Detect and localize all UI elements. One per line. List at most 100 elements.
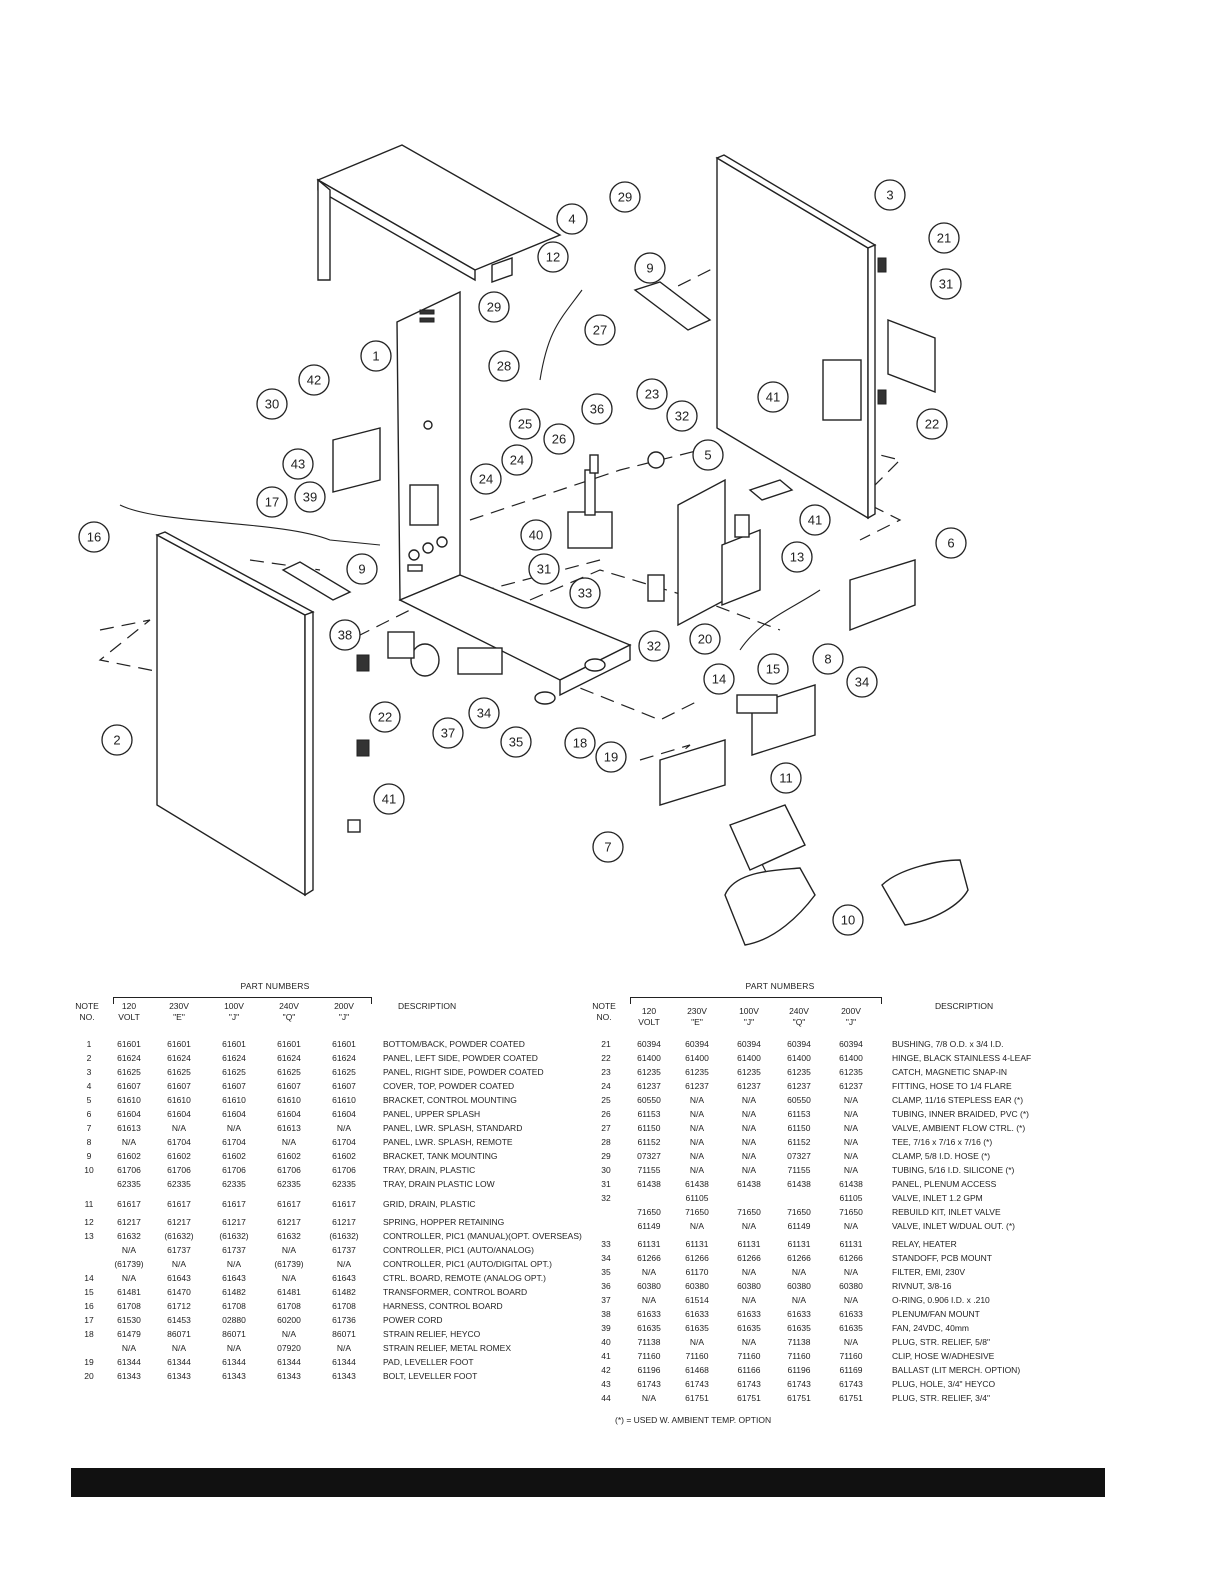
part-number-cell: 61617 bbox=[117, 1199, 141, 1209]
description-cell: STRAIN RELIEF, HEYCO bbox=[383, 1329, 481, 1339]
part-number-cell: 61706 bbox=[222, 1165, 246, 1175]
part-number-cell: 61602 bbox=[167, 1151, 191, 1161]
description-cell: PLUG, STR. RELIEF, 3/4" bbox=[892, 1393, 990, 1403]
part-number-cell: 61105 bbox=[839, 1193, 863, 1203]
part-number-cell: 61237 bbox=[637, 1081, 661, 1091]
part-number-cell: N/A bbox=[226, 1343, 242, 1353]
note-number-cell: 22 bbox=[601, 1053, 611, 1063]
callout-number: 22 bbox=[378, 710, 392, 725]
description-cell: VALVE, AMBIENT FLOW CTRL. (*) bbox=[892, 1123, 1026, 1133]
part-number-cell: 60394 bbox=[787, 1039, 811, 1049]
callout-number: 29 bbox=[618, 190, 632, 205]
callout-number: 2 bbox=[113, 733, 120, 748]
part-number-cell: 61737 bbox=[167, 1245, 191, 1255]
callout-number: 24 bbox=[510, 453, 524, 468]
note-number-cell: 34 bbox=[601, 1253, 611, 1263]
silicone-tubing bbox=[539, 289, 583, 381]
note-number-cell: 39 bbox=[601, 1323, 611, 1333]
part-number-cell: N/A bbox=[843, 1109, 859, 1119]
callout-24: 24 bbox=[470, 463, 502, 495]
description-cell: O-RING, 0.906 I.D. x .210 bbox=[892, 1295, 990, 1305]
part-number-cell: N/A bbox=[791, 1267, 807, 1277]
note-number-cell: 42 bbox=[601, 1365, 611, 1375]
part-number-cell: 61607 bbox=[117, 1081, 141, 1091]
callout-number: 42 bbox=[307, 373, 321, 388]
callout-number: 18 bbox=[573, 736, 587, 751]
callout-28: 28 bbox=[488, 350, 520, 382]
part-number-cell: N/A bbox=[741, 1221, 757, 1231]
callout-13: 13 bbox=[781, 541, 813, 573]
callout-number: 30 bbox=[265, 397, 279, 412]
magnetic-catch-lower bbox=[356, 739, 370, 757]
part-number-cell: N/A bbox=[741, 1295, 757, 1305]
note-number-cell: 30 bbox=[601, 1165, 611, 1175]
part-number-cell: 61217 bbox=[117, 1217, 141, 1227]
part-number-cell: 61736 bbox=[332, 1315, 356, 1325]
part-number-cell: 61704 bbox=[332, 1137, 356, 1147]
part-number-cell: 71160 bbox=[737, 1351, 761, 1361]
part-number-cell: N/A bbox=[641, 1267, 657, 1277]
part-number-cell: N/A bbox=[336, 1123, 352, 1133]
callout-number: 38 bbox=[338, 628, 352, 643]
part-number-cell: 61607 bbox=[277, 1081, 301, 1091]
description-cell: VALVE, INLET 1.2 GPM bbox=[892, 1193, 983, 1203]
callout-41: 41 bbox=[799, 504, 831, 536]
part-number-cell: 61624 bbox=[332, 1053, 356, 1063]
description-cell: STANDOFF, PCB MOUNT bbox=[892, 1253, 992, 1263]
note-number-cell: 35 bbox=[601, 1267, 611, 1277]
part-number-cell: 61438 bbox=[787, 1179, 811, 1189]
part-number-cell: 61706 bbox=[332, 1165, 356, 1175]
part-number-cell: 61170 bbox=[685, 1267, 709, 1277]
emi-filter-part bbox=[457, 647, 503, 675]
part-number-cell: 61266 bbox=[685, 1253, 709, 1263]
description-cell: TRAY, DRAIN PLASTIC LOW bbox=[383, 1179, 495, 1189]
hose-clip-lower bbox=[347, 819, 361, 833]
part-number-cell: N/A bbox=[843, 1137, 859, 1147]
callout-22: 22 bbox=[369, 701, 401, 733]
callout-number: 15 bbox=[766, 662, 780, 677]
part-number-cell: N/A bbox=[843, 1123, 859, 1133]
part-number-cell: 61131 bbox=[787, 1239, 811, 1249]
part-number-cell: 61196 bbox=[637, 1365, 661, 1375]
part-number-cell: 61438 bbox=[685, 1179, 709, 1189]
callout-number: 41 bbox=[382, 792, 396, 807]
part-number-cell: 61708 bbox=[332, 1301, 356, 1311]
part-number-cell: 60380 bbox=[787, 1281, 811, 1291]
part-number-cell: 61743 bbox=[637, 1379, 661, 1389]
callout-number: 43 bbox=[291, 457, 305, 472]
hinge-lower bbox=[877, 389, 887, 405]
description-cell: CTRL. BOARD, REMOTE (ANALOG OPT.) bbox=[383, 1273, 546, 1283]
callout-21: 21 bbox=[928, 222, 960, 254]
part-number-cell: 61266 bbox=[839, 1253, 863, 1263]
part-number-cell: N/A bbox=[843, 1221, 859, 1231]
part-number-cell: 61625 bbox=[222, 1067, 246, 1077]
description-cell: PANEL, UPPER SPLASH bbox=[383, 1109, 481, 1119]
description-cell: BOLT, LEVELLER FOOT bbox=[383, 1371, 478, 1381]
part-number-cell: 61613 bbox=[277, 1123, 301, 1133]
part-number-cell: 61635 bbox=[787, 1323, 811, 1333]
part-number-cell: N/A bbox=[689, 1165, 705, 1175]
callout-number: 1 bbox=[372, 349, 379, 364]
power-cord-part bbox=[119, 504, 381, 546]
part-number-cell: 61708 bbox=[277, 1301, 301, 1311]
part-number-cell: 61604 bbox=[332, 1109, 356, 1119]
description-cell: RIVNUT, 3/8-16 bbox=[892, 1281, 952, 1291]
callout-number: 31 bbox=[939, 277, 953, 292]
part-numbers-bracket bbox=[113, 997, 372, 1004]
note-header: NOTE NO. bbox=[75, 1001, 99, 1022]
part-number-cell: 61470 bbox=[167, 1287, 191, 1297]
part-number-cell: 61235 bbox=[787, 1067, 811, 1077]
part-number-cell: 61617 bbox=[167, 1199, 191, 1209]
callout-41: 41 bbox=[757, 381, 789, 413]
part-number-cell: 71650 bbox=[685, 1207, 709, 1217]
